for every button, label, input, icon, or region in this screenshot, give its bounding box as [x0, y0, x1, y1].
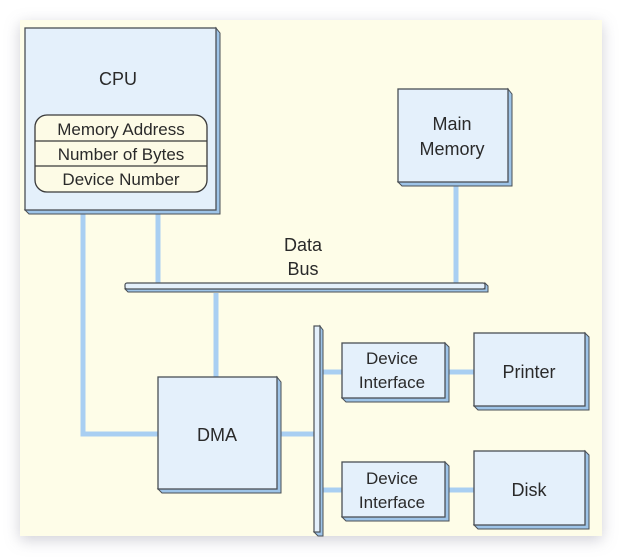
dma-node: DMA — [156, 375, 282, 494]
device-interface-1-box — [341, 342, 446, 399]
data-bus-label-line2: Bus — [287, 259, 318, 279]
main-memory-label-line2: Memory — [419, 139, 484, 159]
cpu-registers: Memory Address Number of Bytes Device Nu… — [34, 114, 208, 193]
cpu-label: CPU — [99, 69, 137, 89]
disk-box — [473, 450, 586, 526]
dma-label: DMA — [197, 425, 237, 445]
device-interface-1-node: Device Interface — [340, 341, 450, 403]
device-interface-1-label-line1: Device — [366, 349, 418, 368]
connectors — [80, 186, 474, 493]
main-memory-label-line1: Main — [432, 114, 471, 134]
device-interface-2-label-line2: Interface — [359, 493, 425, 512]
register-number-of-bytes: Number of Bytes — [58, 145, 185, 164]
disk-node: Disk — [472, 449, 590, 530]
printer-node: Printer — [472, 331, 590, 411]
device-interface-2-label-line1: Device — [366, 469, 418, 488]
io-bus — [312, 324, 324, 537]
data-bus-bar — [124, 282, 486, 290]
register-device-number: Device Number — [62, 170, 179, 189]
edge-cpu-to-dma — [80, 214, 158, 437]
device-interface-2-box — [341, 461, 446, 518]
disk-label: Disk — [512, 480, 548, 500]
io-bus-bar — [313, 325, 321, 533]
data-bus-bar-side — [123, 281, 489, 293]
main-memory-node: Main Memory — [396, 87, 513, 187]
cpu-node: CPU Memory Address Number of Bytes Devic… — [23, 26, 221, 215]
register-memory-address: Memory Address — [57, 120, 185, 139]
device-interface-2-node: Device Interface — [340, 460, 450, 522]
data-bus-label-line1: Data — [284, 235, 323, 255]
main-memory-box — [397, 88, 509, 183]
printer-box — [473, 332, 586, 407]
cpu-register-block — [34, 114, 208, 193]
data-bus: Data Bus — [123, 235, 489, 293]
dma-box — [157, 376, 278, 490]
printer-label: Printer — [502, 362, 555, 382]
device-interface-1-label-line2: Interface — [359, 373, 425, 392]
